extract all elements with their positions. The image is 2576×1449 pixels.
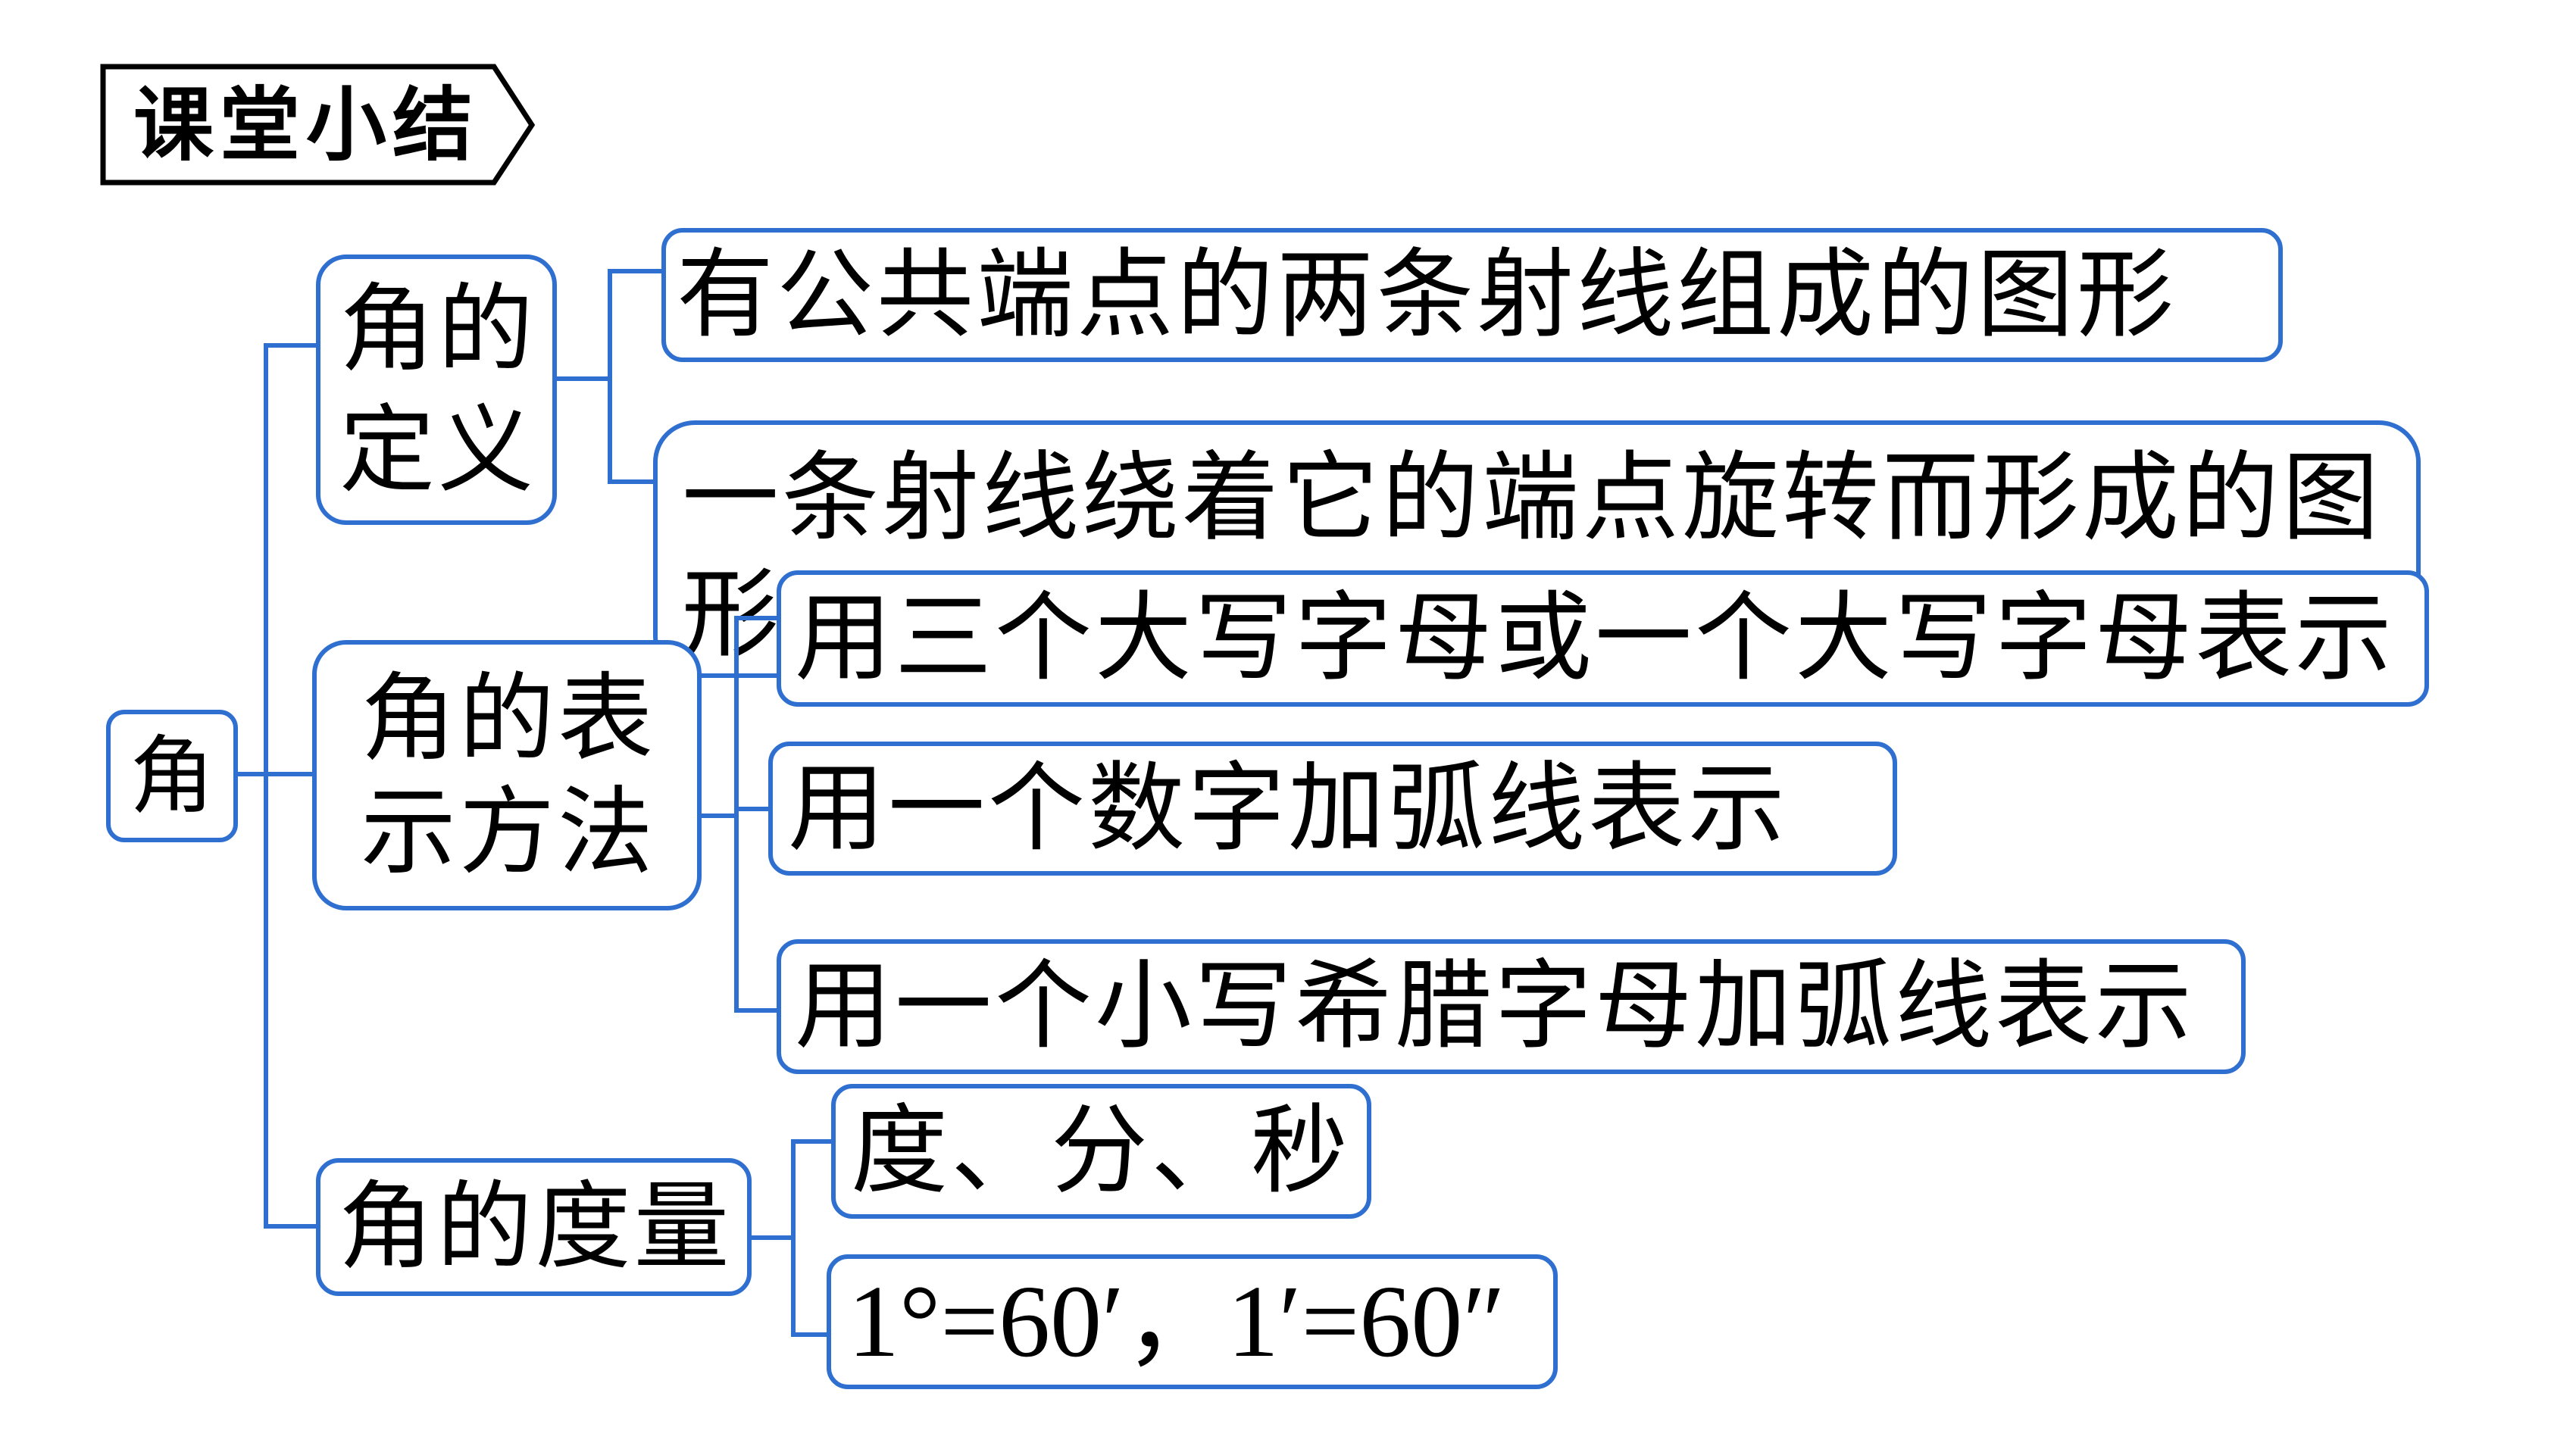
title-banner-outline	[100, 64, 536, 186]
root-node-label: 角	[130, 726, 214, 826]
definition-item-rotation-text: 一条射线绕着它的端点旋转而形成的图形	[682, 442, 2383, 671]
representation-item-number-arc: 用一个数字加弧线表示	[768, 742, 1897, 876]
representation-item-greek-letter-arc-text: 用一个小写希腊字母加弧线表示	[795, 950, 2196, 1063]
branch-measure: 角的度量	[316, 1158, 752, 1296]
measure-item-conversion: 1°=60′，1′=60″	[827, 1254, 1558, 1389]
title-banner-shape	[100, 64, 536, 186]
representation-item-capital-letters: 用三个大写字母或一个大写字母表示	[777, 570, 2429, 707]
branch-measure-label: 角的度量	[338, 1171, 733, 1282]
representation-item-greek-letter-arc: 用一个小写希腊字母加弧线表示	[777, 939, 2246, 1074]
measure-item-units-text: 度、分、秒	[851, 1095, 1352, 1207]
root-node: 角	[106, 710, 238, 842]
branch-representation-label: 角的表示方法	[361, 662, 656, 888]
branch-definition: 角的定义	[316, 255, 557, 525]
definition-item-common-endpoint-text: 有公共端点的两条射线组成的图形	[677, 238, 2177, 351]
measure-item-conversion-text: 1°=60′，1′=60″	[848, 1265, 1505, 1379]
representation-item-capital-letters-text: 用三个大写字母或一个大写字母表示	[795, 582, 2396, 695]
title-text: 课堂小结	[133, 77, 479, 172]
branch-representation: 角的表示方法	[312, 640, 702, 910]
definition-item-common-endpoint: 有公共端点的两条射线组成的图形	[661, 228, 2283, 362]
title-banner: 课堂小结	[0, 0, 546, 197]
measure-item-units: 度、分、秒	[831, 1084, 1371, 1219]
representation-item-number-arc-text: 用一个数字加弧线表示	[788, 751, 1789, 865]
branch-definition-label: 角的定义	[339, 273, 536, 506]
